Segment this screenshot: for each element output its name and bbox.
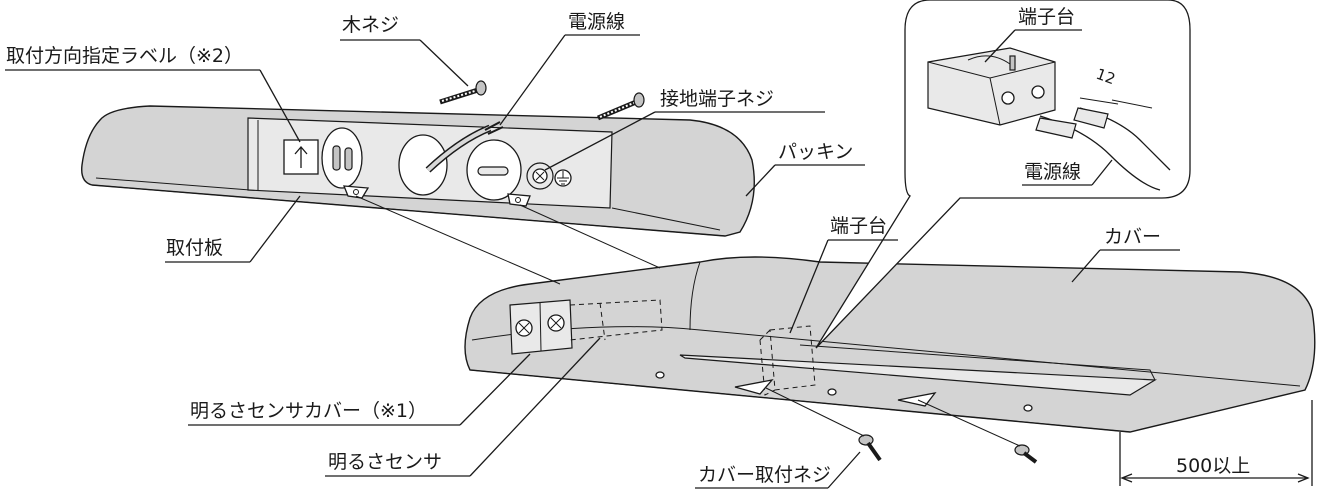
label-terminal-block-main: 端子台 [830, 215, 887, 237]
knockout-hole-2 [398, 134, 448, 196]
leader-lines [5, 29, 1313, 489]
label-strip-length: 12 [1094, 65, 1118, 88]
label-wood-screw: 木ネジ [342, 14, 399, 36]
up-arrow-icon [294, 146, 308, 168]
cover-screw-1 [858, 434, 882, 462]
knockout-hole-1 [321, 127, 363, 189]
label-terminal-block-inset: 端子台 [1018, 6, 1075, 28]
mounting-plate-body [81, 105, 755, 237]
label-ground-terminal-screw: 接地端子ネジ [660, 88, 774, 110]
wood-screw-1 [439, 80, 487, 105]
power-cable-top [425, 121, 504, 173]
label-cover: カバー [1104, 226, 1161, 248]
label-clearance: 500以上 [1176, 455, 1250, 477]
ground-symbol-icon [554, 169, 572, 187]
label-brightness-sensor: 明るさセンサ [328, 451, 442, 473]
label-mounting-plate: 取付板 [166, 237, 223, 259]
label-power-cable-inset: 電源線 [1024, 161, 1081, 183]
label-cover-screw: カバー取付ネジ [698, 464, 831, 486]
label-mounting-direction: 取付方向指定ラベル（※2） [6, 45, 243, 67]
inset-callout [815, 0, 1191, 349]
label-packing: パッキン [778, 141, 853, 163]
screw-x-icon [535, 171, 545, 181]
wood-screw-2 [597, 92, 645, 121]
cover-body [464, 256, 1316, 433]
cover-screw-2 [1014, 444, 1038, 464]
label-power-cable-top: 電源線 [568, 11, 625, 33]
direction-label-box [283, 139, 319, 175]
label-brightness-sensor-cover: 明るさセンサカバー（※1） [190, 400, 427, 422]
